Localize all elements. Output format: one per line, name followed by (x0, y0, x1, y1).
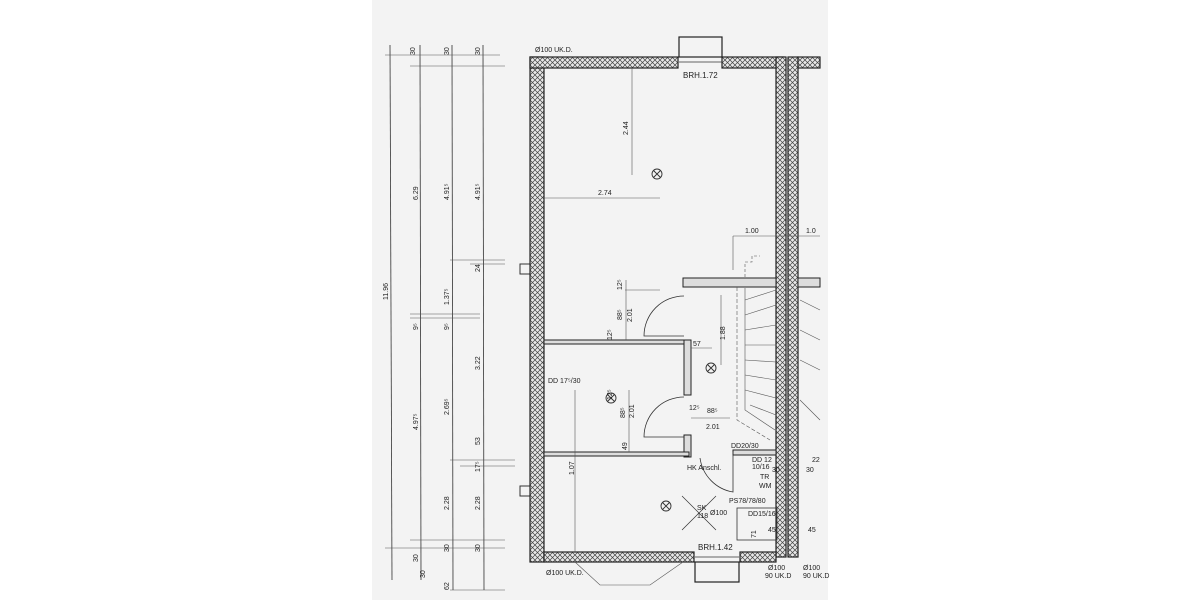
drain-cross-icon (681, 495, 717, 531)
dim-label: 30 (444, 47, 451, 55)
label: Ø100 (710, 510, 727, 517)
staircase (736, 255, 821, 441)
label: Ø100 UK.D. (535, 47, 573, 54)
dimension-label: 1.0 (806, 228, 816, 235)
dim-label: 53 (475, 437, 482, 445)
dim-label: 4.91⁵ (444, 183, 451, 200)
dimension-label: 1.00 (745, 228, 759, 235)
label: DD15/16 (748, 511, 776, 518)
label: 118 (697, 513, 708, 520)
label: HK Anschl. (687, 465, 721, 472)
dim-label: 30 (413, 554, 420, 562)
label: 90 UK.D (765, 573, 791, 580)
label: Ø100 (768, 565, 785, 572)
dimension-label: 12⁵ (607, 389, 614, 400)
dimension-label: 12⁵ (607, 329, 614, 340)
dim-label: 62 (444, 582, 451, 590)
dim-label: 30 (475, 544, 482, 552)
dim-label: 2.28 (475, 496, 482, 510)
label: 30 (806, 467, 814, 474)
label: 22 (812, 457, 820, 464)
dim-label: 1.37⁵ (444, 288, 451, 305)
dim-label: 2.69⁵ (444, 398, 451, 415)
dim-label: 30 (420, 570, 427, 578)
ceiling-light-icon (660, 500, 672, 512)
ceiling-light-icon (651, 168, 663, 180)
label: Ø100 (803, 565, 820, 572)
ceiling-light-icon (605, 392, 617, 404)
doors (643, 295, 734, 493)
label: BRH.1.72 (683, 71, 718, 80)
label: DD 12 (752, 457, 772, 464)
dimension-label: 88⁵ (620, 407, 627, 418)
windows (574, 36, 740, 586)
dimension-label: 12⁵ (689, 405, 700, 412)
dimension-label: 2.44 (623, 121, 630, 135)
shaft-box (736, 507, 778, 541)
dim-label: 4.91⁵ (475, 183, 482, 200)
dimension-label: 2.01 (629, 404, 636, 418)
dimension-label: 2.74 (598, 190, 612, 197)
label: BRH.1.42 (698, 543, 733, 552)
dimension-label: 1.07 (569, 461, 576, 475)
label: 90 UK.D (803, 573, 829, 580)
dimension-chains: 30 30 30 11.96 6.29 4.91⁵ 4.91⁵ 24 1.37⁵… (383, 44, 515, 591)
dimension-label: 88⁵ (617, 309, 624, 320)
label: WM (759, 483, 772, 490)
label: Ø100 UK.D. (546, 570, 584, 577)
label: 30 (772, 467, 780, 474)
label: 45 (808, 527, 816, 534)
label: DD20/30 (731, 443, 759, 450)
dim-label: 9⁵ (444, 323, 451, 330)
dim-label: 30 (475, 47, 482, 55)
dim-label: 6.29 (413, 186, 420, 200)
ceiling-light-icons (605, 168, 717, 531)
dim-label: 11.96 (383, 283, 390, 300)
dim-label: 9⁵ (413, 323, 420, 330)
dimension-label: 2.01 (627, 308, 634, 322)
dimension-label: 49 (622, 442, 629, 450)
dim-label: 30 (444, 544, 451, 552)
dim-label: 3.22 (475, 356, 482, 370)
ceiling-light-icon (705, 362, 717, 374)
dimension-label: 1.88 (720, 326, 727, 340)
scanned-sheet (372, 0, 828, 600)
room-dimension-lines (544, 68, 820, 552)
dimension-label: 2.01 (706, 424, 720, 431)
dim-label: 17⁵ (475, 461, 482, 472)
dim-label: 2.28 (444, 496, 451, 510)
label: 71 (751, 530, 758, 538)
dimension-label: 12⁵ (617, 279, 624, 290)
label: 10/16 (752, 464, 770, 471)
walls (529, 56, 821, 563)
dim-label: 30 (410, 47, 417, 55)
label: 45 (768, 527, 776, 534)
plan-labels: Ø100 UK.D. BRH.1.72 BRH.1.42 Ø100 UK.D. … (535, 47, 829, 580)
dim-label: 24 (475, 264, 482, 272)
dimension-label: 57 (693, 341, 701, 348)
dimension-label: 88⁵ (707, 408, 718, 415)
dim-label: 4.97⁵ (413, 413, 420, 430)
label: SK (697, 505, 707, 512)
label: PS78/78/80 (729, 498, 766, 505)
label: DD 17⁵/30 (548, 378, 581, 385)
label: TR (760, 474, 769, 481)
